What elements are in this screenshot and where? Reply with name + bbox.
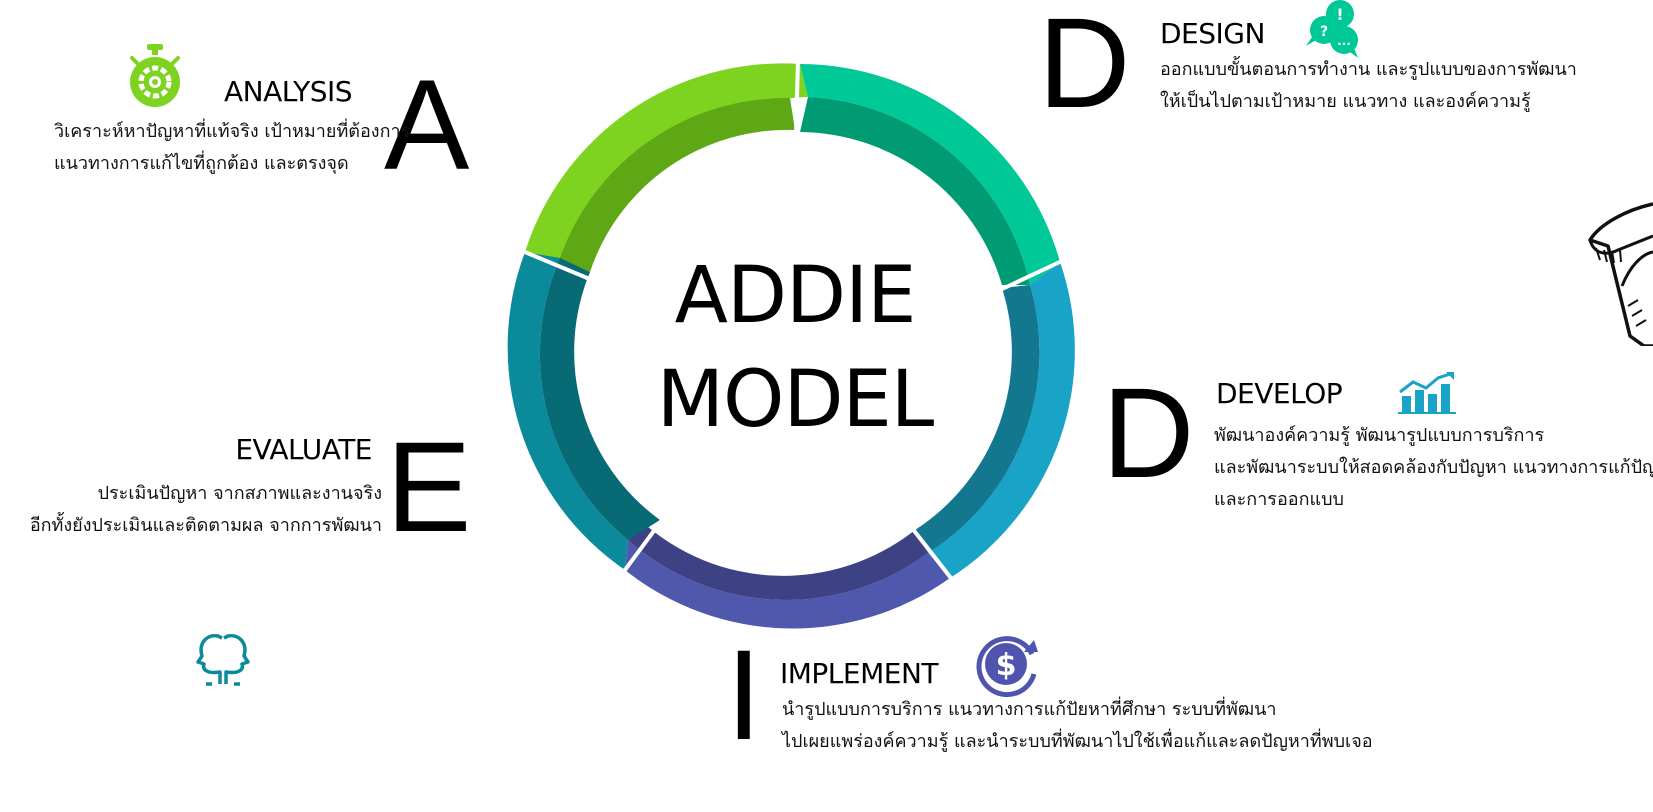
develop-desc-line1: พัฒนาองค์ความรู้ พัฒนารูปแบบการบริการ <box>1214 425 1545 446</box>
design-letter: D <box>1038 0 1131 135</box>
implement-description: นำรูปแบบการบริการ แนวทางการแก้ปัยหาที่ศึ… <box>782 694 1373 758</box>
svg-text:!: ! <box>1336 5 1343 24</box>
analysis-title: ANALYSIS <box>224 75 353 108</box>
bar-chart-growth-icon <box>1398 372 1456 414</box>
ring-segment-design-inner <box>800 97 1030 285</box>
develop-description: พัฒนาองค์ความรู้ พัฒนารูปแบบการบริการ แล… <box>1214 420 1653 516</box>
evaluate-letter: E <box>386 416 472 559</box>
ring-segment-evaluate <box>507 252 628 570</box>
ring-segment-analysis-inner <box>560 97 795 272</box>
design-title: DESIGN <box>1160 17 1265 50</box>
develop-title: DEVELOP <box>1216 377 1343 410</box>
analysis-letter: A <box>384 54 470 197</box>
svg-text:$: $ <box>996 648 1017 683</box>
analysis-description: วิเคราะห์หาปัญหาที่แท้จริง เป้าหมายที่ต้… <box>54 116 410 180</box>
two-heads-icon <box>184 632 262 686</box>
evaluate-description: ประเมินปัญหา จากสภาพและงานจริง อีกทั้งยั… <box>20 478 382 542</box>
chat-bubbles-icon: ! ? ... <box>1302 0 1364 60</box>
develop-desc-line2: และพัฒนาระบบให้สอดคล้องกับปัญหา แนวทางกา… <box>1214 457 1653 478</box>
implement-title: IMPLEMENT <box>780 657 939 690</box>
design-desc-line1: ออกแบบขั้นตอนการทำงาน และรูปแบบของการพัฒ… <box>1160 59 1577 80</box>
implement-letter: I <box>726 624 762 767</box>
ring-segment-design <box>800 64 1060 285</box>
develop-desc-line3: และการออกแบบ <box>1214 489 1344 510</box>
evaluate-title: EVALUATE <box>235 433 372 466</box>
ring-segment-develop-inner <box>915 285 1040 553</box>
svg-text:...: ... <box>1337 34 1351 48</box>
stopwatch-gear-icon <box>125 42 185 108</box>
ring-segment-implement-inner <box>628 520 928 601</box>
ring-segment-evaluate-inner <box>539 258 660 540</box>
center-title-line1: ADDIE <box>674 251 917 341</box>
svg-text:?: ? <box>1320 24 1328 40</box>
ring-segment-develop <box>928 262 1075 578</box>
analysis-desc-line1: วิเคราะห์หาปัญหาที่แท้จริง เป้าหมายที่ต้… <box>54 121 411 142</box>
evaluate-desc-line1: ประเมินปัญหา จากสภาพและงานจริง <box>97 483 382 504</box>
design-desc-line2: ให้เป็นไปตามเป้าหมาย แนวทาง และองค์ความร… <box>1160 91 1531 112</box>
dollar-refresh-icon: $ <box>972 630 1044 698</box>
evaluate-desc-line2: อีกทั้งยังประเมินและติดตามผล จากการพัฒนา <box>29 515 382 536</box>
hand-sketch-icon <box>1586 196 1653 346</box>
analysis-desc-line2: แนวทางการแก้ไขที่ถูกต้อง และตรงจุด <box>54 153 349 174</box>
center-title: ADDIE MODEL <box>600 244 990 452</box>
ring-segment-implement <box>625 540 950 629</box>
center-title-line2: MODEL <box>656 355 935 445</box>
design-description: ออกแบบขั้นตอนการทำงาน และรูปแบบของการพัฒ… <box>1160 54 1577 118</box>
develop-letter: D <box>1102 362 1195 505</box>
implement-desc-line2: ไปเผยแพร่องค์ความรู้ และนำระบบที่พัฒนาไป… <box>782 731 1373 752</box>
implement-desc-line1: นำรูปแบบการบริการ แนวทางการแก้ปัยหาที่ศึ… <box>782 699 1277 720</box>
